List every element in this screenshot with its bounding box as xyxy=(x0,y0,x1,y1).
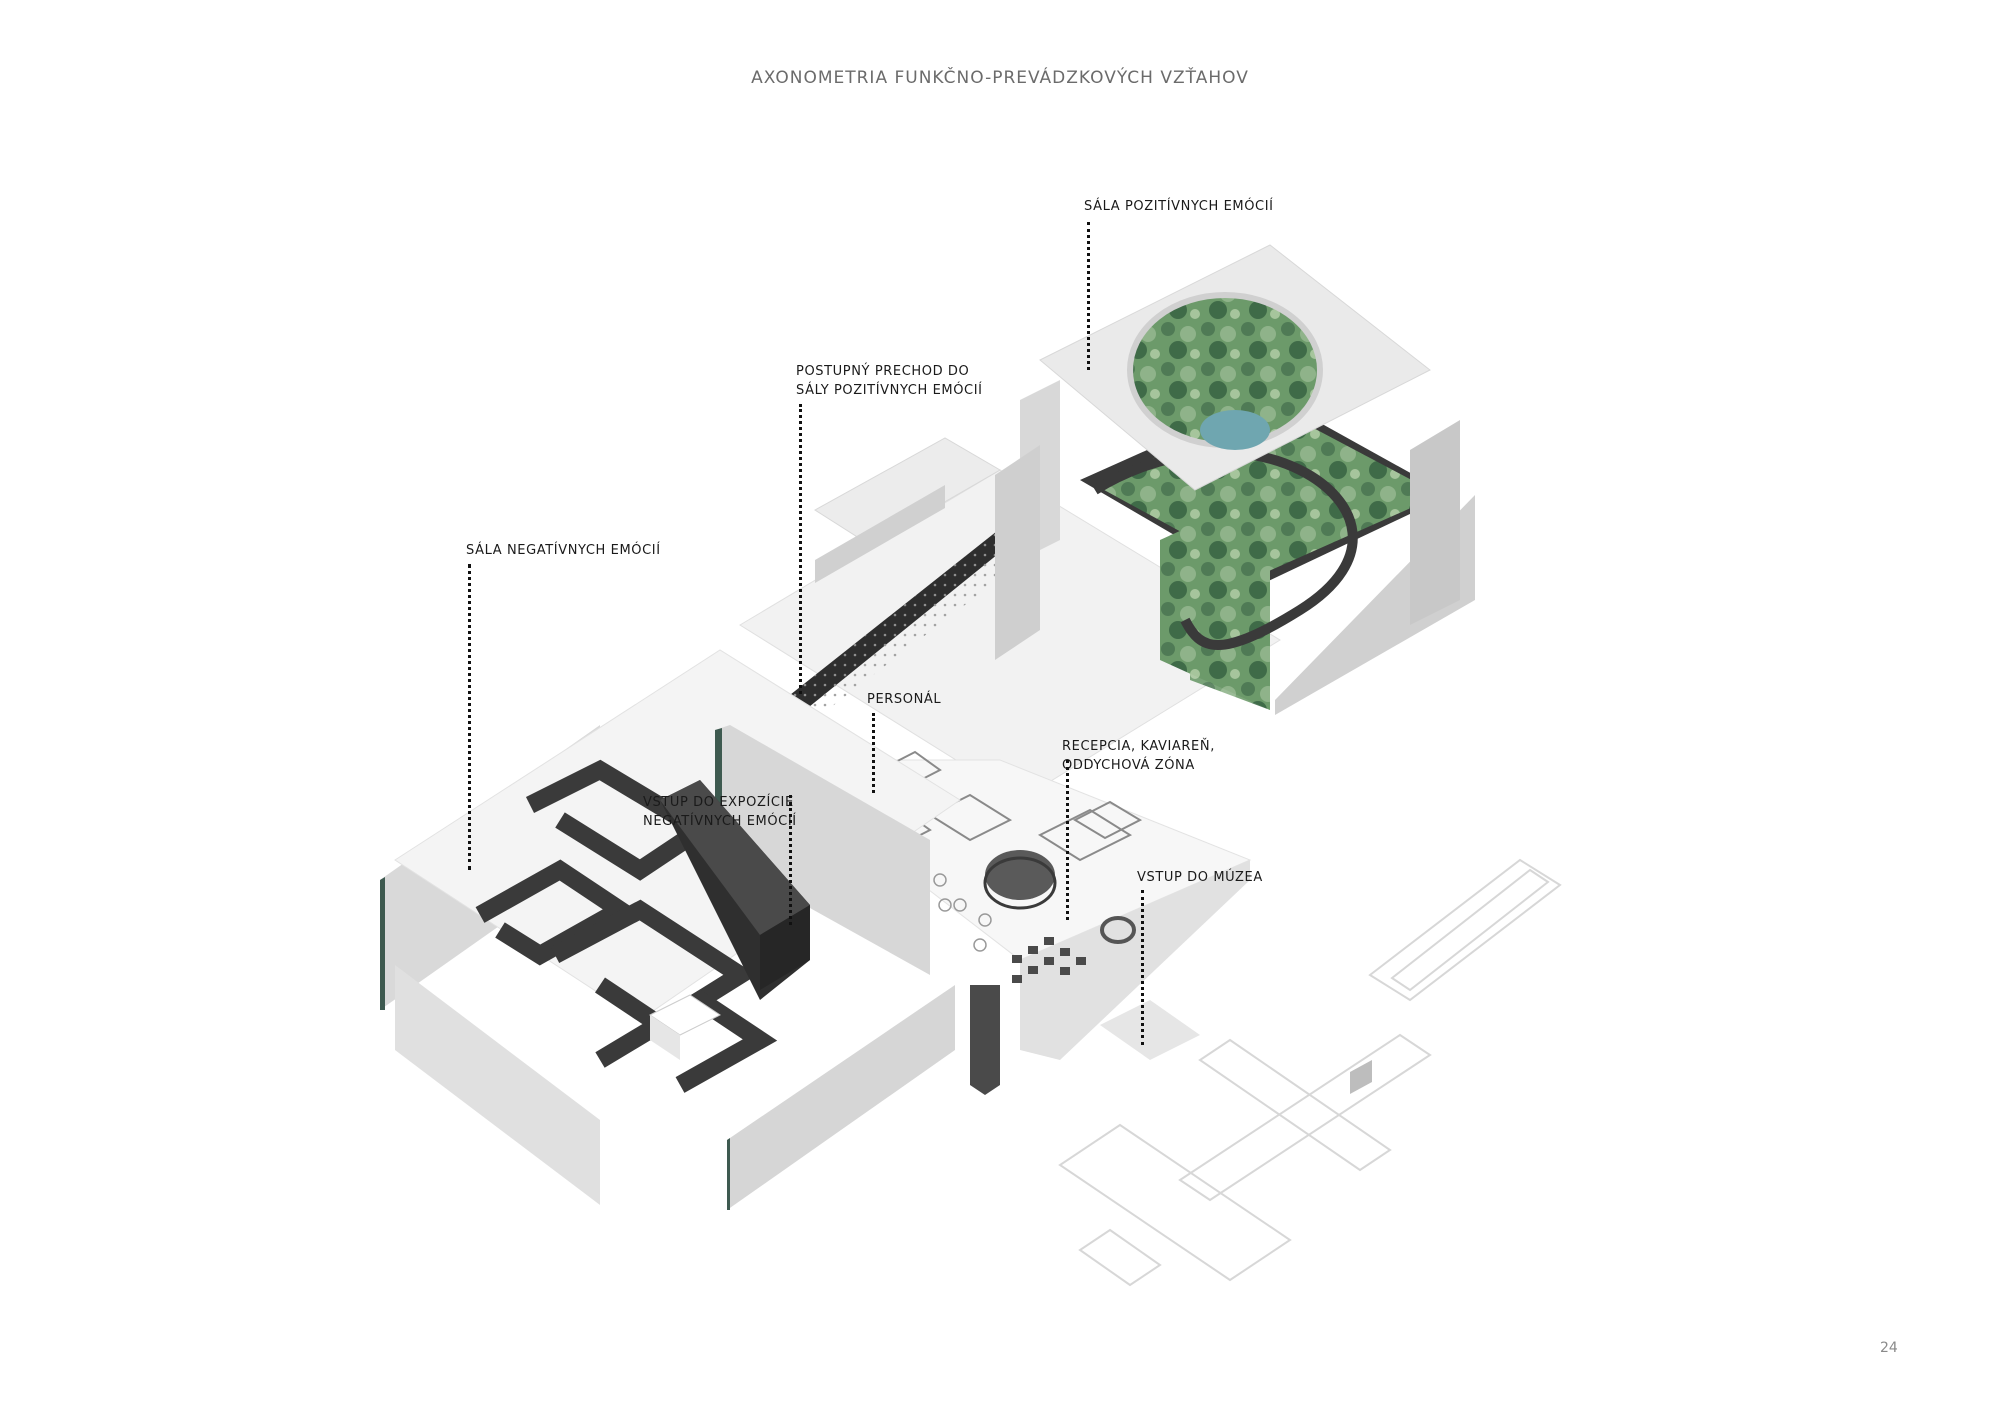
label-staff: PERSONÁL xyxy=(867,692,942,707)
leader-reception xyxy=(1066,760,1069,920)
label-negative-entry-line2: NEGATÍVNYCH EMÓCIÍ xyxy=(643,814,797,829)
leader-transition xyxy=(799,404,802,694)
label-negative-entry-line1: VSTUP DO EXPOZÍCIE xyxy=(643,795,794,810)
entrance-ring xyxy=(1100,916,1136,944)
leader-museum-entry xyxy=(1141,890,1144,1045)
leader-negative-hall xyxy=(468,564,471,870)
label-transition: POSTUPNÝ PRECHOD DO SÁLY POZITÍVNYCH EMÓ… xyxy=(796,362,983,400)
leader-staff xyxy=(872,713,875,793)
page-number: 24 xyxy=(1880,1340,1898,1356)
label-transition-line2: SÁLY POZITÍVNYCH EMÓCIÍ xyxy=(796,383,983,398)
label-reception-line2: ODDYCHOVÁ ZÓNA xyxy=(1062,758,1195,773)
label-positive-hall: SÁLA POZITÍVNYCH EMÓCIÍ xyxy=(1084,199,1274,214)
ground-plan-marker xyxy=(1350,1060,1372,1094)
positive-hall xyxy=(995,244,1475,715)
label-reception-line1: RECEPCIA, KAVIAREŇ, xyxy=(1062,739,1215,754)
cafe-seating xyxy=(1012,937,1086,983)
label-negative-entry: VSTUP DO EXPOZÍCIE NEGATÍVNYCH EMÓCIÍ xyxy=(643,793,797,831)
label-reception: RECEPCIA, KAVIAREŇ, ODDYCHOVÁ ZÓNA xyxy=(1062,737,1215,775)
negative-tower xyxy=(660,780,810,1000)
reception-desk-ring xyxy=(983,856,1057,910)
label-transition-line1: POSTUPNÝ PRECHOD DO xyxy=(796,364,970,379)
label-museum-entry: VSTUP DO MÚZEA xyxy=(1137,870,1263,885)
label-negative-hall: SÁLA NEGATÍVNYCH EMÓCIÍ xyxy=(466,543,661,558)
leader-positive-hall xyxy=(1087,222,1090,370)
white-block-side xyxy=(650,1015,680,1060)
ground-plan-outline xyxy=(1058,858,1562,1287)
leader-negative-entry xyxy=(789,795,792,925)
page-title: AXONOMETRIA FUNKČNO-PREVÁDZKOVÝCH VZŤAHO… xyxy=(751,68,1249,88)
column-dark xyxy=(970,985,1000,1095)
